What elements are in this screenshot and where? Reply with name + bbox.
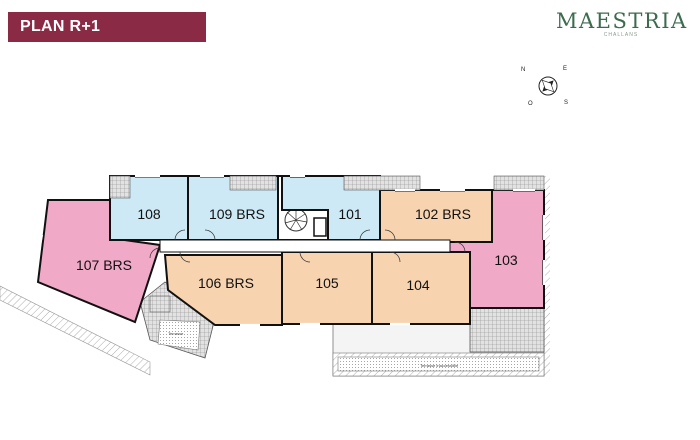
compass-icon: N E S O [521, 66, 568, 107]
unit-104-label: 104 [406, 277, 430, 293]
unit-102-room[interactable] [379, 189, 493, 243]
unit-105-room[interactable] [281, 251, 373, 325]
brand-subtitle: CHALLANS [603, 32, 639, 38]
terrace-bottom-planter [337, 356, 540, 372]
balcony-102 [493, 175, 545, 191]
compass-n-label: N [521, 67, 525, 73]
terrace-bottom-label: Terrasse inaccessible [420, 363, 459, 368]
brand-name: MAESTRIA [556, 9, 688, 33]
unit-101-label: 101 [338, 206, 362, 222]
balcony-107 [149, 295, 171, 313]
plan-title: PLAN R+1 [20, 18, 101, 35]
unit-107-label: 107 BRS [76, 257, 132, 273]
brand-logo: MAESTRIA CHALLANS [556, 8, 686, 38]
compass-o-label: O [528, 101, 533, 107]
compass-s-label: S [564, 100, 568, 106]
balcony-108 [109, 175, 131, 199]
unit-102-label: 102 BRS [415, 206, 471, 222]
unit-106-label: 106 BRS [198, 275, 254, 291]
unit-103-label: 103 [494, 252, 518, 268]
windows [36, 174, 546, 327]
balcony-101 [343, 175, 421, 191]
door-swings [149, 229, 466, 263]
balcony-103 [469, 307, 545, 353]
ground-hatch-left [0, 285, 151, 376]
corridor [159, 239, 451, 253]
unit-109-label: 109 BRS [209, 206, 265, 222]
balcony-109 [229, 175, 277, 191]
stair-steps [284, 209, 308, 231]
window-frames [135, 177, 543, 285]
plan-title-banner: PLAN R+1 [8, 12, 206, 42]
unit-105-label: 105 [315, 275, 339, 291]
compass-e-label: E [563, 66, 567, 72]
elevator [313, 217, 327, 237]
terrace-left-label: Terrasse [168, 331, 184, 336]
unit-108-label: 108 [137, 206, 161, 222]
ground-hatch-right [544, 176, 550, 376]
terrace-left-planter [157, 319, 201, 351]
